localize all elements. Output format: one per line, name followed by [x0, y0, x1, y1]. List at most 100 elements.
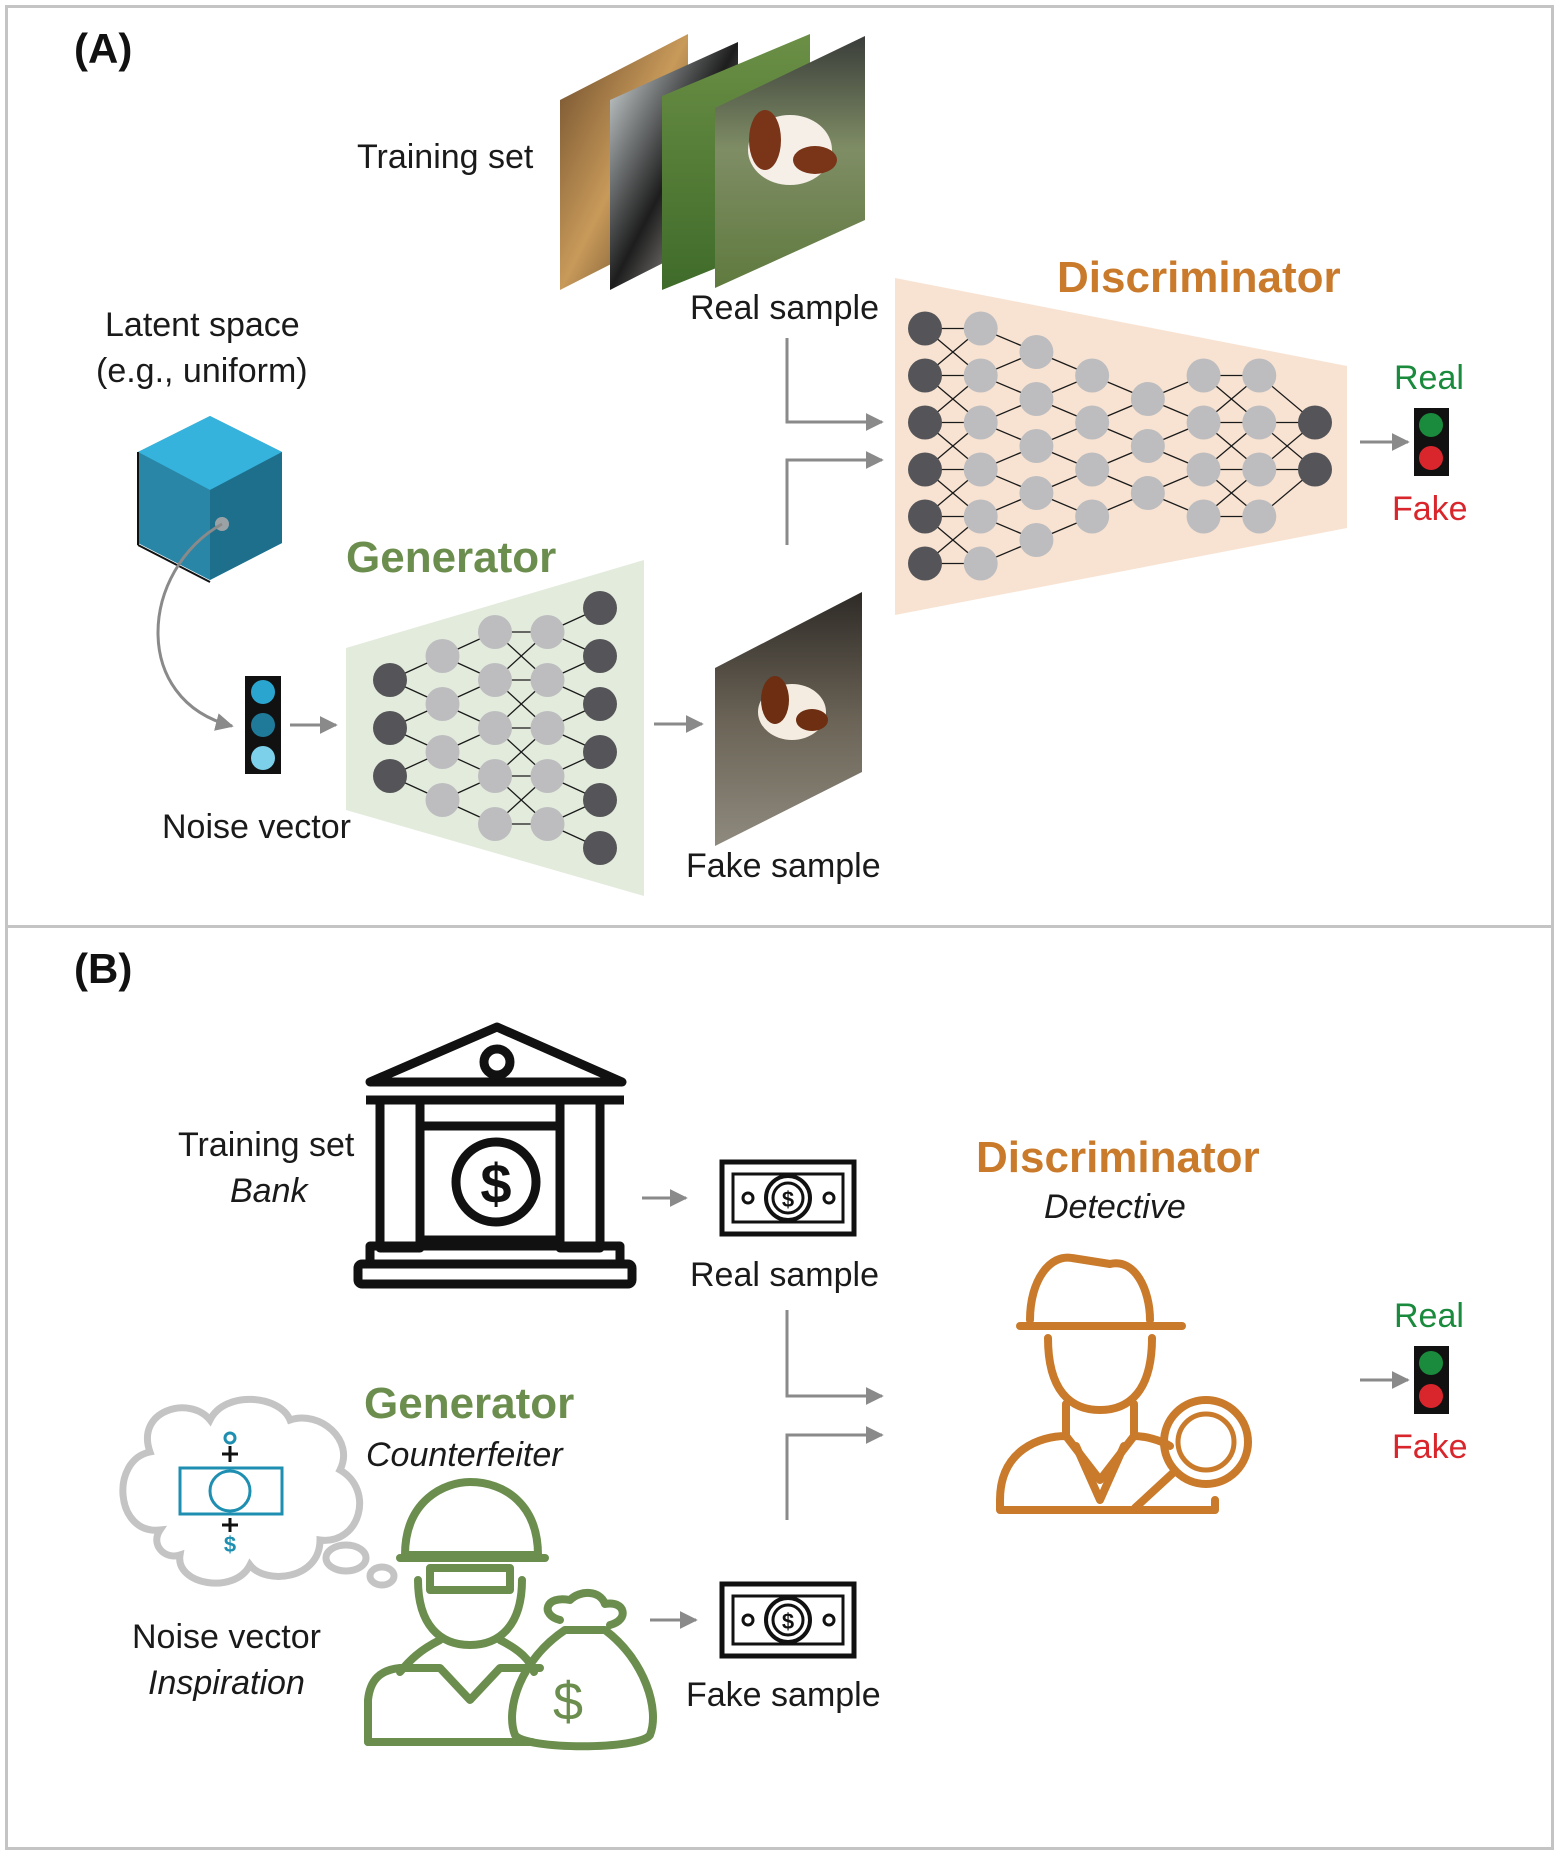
network-node: [1298, 452, 1332, 487]
training-set-images: [560, 34, 865, 290]
fake-sample-label-b: Fake sample: [686, 1676, 881, 1714]
network-node: [1186, 358, 1221, 393]
latent-space-cube-icon: [137, 416, 282, 583]
latent-to-noise-arrow: [156, 522, 234, 731]
fake-output-label-b: Fake: [1392, 1428, 1468, 1466]
network-node: [1075, 499, 1110, 534]
network-node: [1019, 382, 1054, 416]
fake-sample-label: Fake sample: [686, 847, 881, 885]
discriminator-title: Discriminator: [1057, 253, 1341, 302]
panel-a-label: (A): [74, 25, 133, 72]
network-node: [963, 546, 998, 581]
network-node: [1075, 405, 1110, 440]
network-node: [583, 783, 617, 817]
network-node: [908, 405, 942, 440]
network-node: [530, 663, 565, 697]
merge-arrows-b: [785, 1310, 884, 1520]
network-node: [478, 663, 512, 697]
network-node: [478, 807, 512, 841]
network-node: [1186, 405, 1221, 440]
network-node: [1019, 523, 1054, 557]
counterfeiter-icon: [364, 1478, 657, 1751]
network-node: [478, 711, 512, 745]
noise-vector-label-b: Noise vector: [132, 1618, 321, 1656]
latent-space-label: Latent space: [105, 306, 300, 344]
network-node: [1186, 499, 1221, 534]
generator-title-b: Generator: [364, 1379, 575, 1428]
fake-output-label: Fake: [1392, 490, 1468, 528]
network-node: [1075, 452, 1110, 487]
thought-cloud-icon: [119, 1395, 398, 1589]
network-node: [583, 591, 617, 625]
network-node: [908, 499, 942, 534]
network-node: [530, 807, 565, 841]
bank-icon: [353, 1022, 637, 1289]
network-node: [583, 687, 617, 721]
network-node: [583, 735, 617, 769]
network-node: [530, 615, 565, 649]
network-node: [583, 639, 617, 673]
fake-sample-image: [715, 592, 862, 846]
panel-b-label: (B): [74, 945, 133, 992]
discriminator-title-b: Discriminator: [976, 1133, 1260, 1182]
network-node: [963, 311, 998, 346]
inspiration-label: Inspiration: [148, 1664, 305, 1702]
merge-arrows-a: [785, 338, 884, 545]
network-node: [963, 499, 998, 534]
discriminator-background: [895, 278, 1347, 615]
network-node: [425, 783, 460, 817]
network-node: [425, 735, 460, 769]
network-node: [1019, 429, 1054, 463]
thought-glyph: $: [224, 1532, 236, 1557]
training-set-label-b: Training set: [178, 1126, 355, 1164]
counterfeiter-label: Counterfeiter: [366, 1436, 563, 1474]
network-node: [1130, 476, 1165, 510]
network-node: [963, 405, 998, 440]
real-bill-icon: [719, 1159, 857, 1237]
fake-bill-glyph: $: [782, 1609, 794, 1634]
network-node: [478, 759, 512, 793]
network-node: [1019, 476, 1054, 510]
real-bill-glyph: $: [782, 1187, 794, 1212]
bank-icon-glyph: $: [480, 1152, 511, 1215]
network-node: [373, 759, 407, 793]
network-node: [1298, 405, 1332, 440]
network-node: [1019, 335, 1054, 369]
network-node: [425, 639, 460, 673]
network-node: [963, 358, 998, 393]
real-output-label: Real: [1394, 359, 1464, 397]
money-bag-glyph: $: [553, 1672, 583, 1732]
network-node: [1130, 382, 1165, 416]
traffic-light-icon-a: [1414, 408, 1449, 476]
real-output-label-b: Real: [1394, 1297, 1464, 1335]
network-node: [530, 759, 565, 793]
discriminator-network: [908, 311, 1332, 581]
network-node: [478, 615, 512, 649]
training-set-label: Training set: [357, 138, 534, 176]
detective-label: Detective: [1044, 1188, 1186, 1226]
fake-bill-icon: [719, 1581, 857, 1659]
network-node: [1130, 429, 1165, 463]
network-node: [1242, 499, 1277, 534]
network-node: [963, 452, 998, 487]
network-node: [908, 546, 942, 581]
latent-space-sublabel: (e.g., uniform): [96, 352, 308, 390]
noise-vector-icon: [245, 676, 281, 774]
network-node: [1242, 452, 1277, 487]
network-node: [908, 311, 942, 346]
network-node: [1242, 405, 1277, 440]
network-node: [908, 452, 942, 487]
noise-vector-label: Noise vector: [162, 808, 351, 846]
real-sample-label-b: Real sample: [690, 1256, 879, 1294]
generator-network: [373, 591, 617, 865]
network-node: [425, 687, 460, 721]
real-sample-label: Real sample: [690, 289, 879, 327]
network-node: [1075, 358, 1110, 393]
bank-label: Bank: [230, 1172, 308, 1210]
network-node: [1186, 452, 1221, 487]
panel-b: [5, 925, 1554, 1850]
network-node: [908, 358, 942, 393]
generator-title: Generator: [346, 533, 557, 582]
network-node: [373, 711, 407, 745]
